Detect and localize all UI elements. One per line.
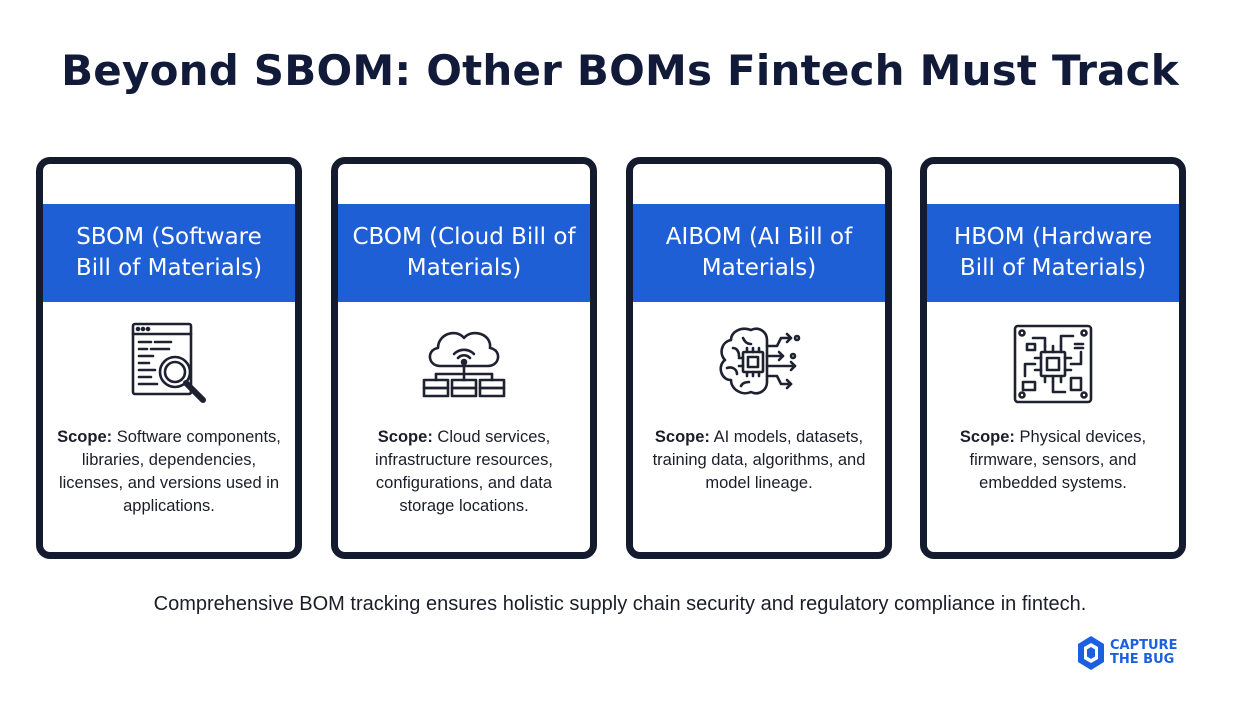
scope-label: Scope: bbox=[654, 428, 710, 446]
card-aibom: AIBOM (AI Bill of Materials) Scope: AI m… bbox=[626, 157, 892, 559]
card-hbom: HBOM (Hardware Bill of Materials) Scope:… bbox=[920, 157, 1186, 559]
card-scope: Scope: Software components, libraries, d… bbox=[57, 426, 281, 518]
brain-chip-icon bbox=[711, 316, 807, 412]
capture-the-bug-logo: CAPTURE THE BUG bbox=[1077, 634, 1197, 672]
card-header: SBOM (Software Bill of Materials) bbox=[43, 204, 295, 302]
scope-text: Physical devices, firmware, sensors, and… bbox=[969, 428, 1147, 492]
scope-text: AI models, datasets, training data, algo… bbox=[652, 428, 866, 492]
scope-label: Scope: bbox=[57, 428, 113, 446]
footer-caption: Comprehensive BOM tracking ensures holis… bbox=[153, 593, 1087, 615]
card-header: CBOM (Cloud Bill of Materials) bbox=[338, 204, 590, 302]
card-scope: Scope: AI models, datasets, training dat… bbox=[647, 426, 871, 495]
card-scope: Scope: Cloud services, infrastructure re… bbox=[352, 426, 576, 518]
card-header: HBOM (Hardware Bill of Materials) bbox=[927, 204, 1179, 302]
bug-shield-icon bbox=[1078, 636, 1104, 670]
logo-line1: CAPTURE bbox=[1110, 638, 1178, 653]
scope-text: Cloud services, infrastructure resources… bbox=[375, 428, 553, 515]
circuit-board-icon bbox=[1005, 316, 1101, 412]
scope-text: Software components, libraries, dependen… bbox=[58, 428, 281, 515]
card-cbom: CBOM (Cloud Bill of Materials) Scope: Cl… bbox=[331, 157, 597, 559]
logo-line2: THE BUG bbox=[1110, 652, 1175, 667]
cloud-servers-icon bbox=[416, 316, 512, 412]
card-header: AIBOM (AI Bill of Materials) bbox=[633, 204, 885, 302]
scope-label: Scope: bbox=[959, 428, 1015, 446]
card-sbom: SBOM (Software Bill of Materials) Scope:… bbox=[36, 157, 302, 559]
page-title: Beyond SBOM: Other BOMs Fintech Must Tra… bbox=[61, 46, 1179, 95]
card-scope: Scope: Physical devices, firmware, senso… bbox=[941, 426, 1165, 495]
scope-label: Scope: bbox=[377, 428, 433, 446]
logo-text: CAPTURE THE BUG bbox=[1110, 639, 1177, 667]
code-document-magnifier-icon bbox=[121, 316, 217, 412]
